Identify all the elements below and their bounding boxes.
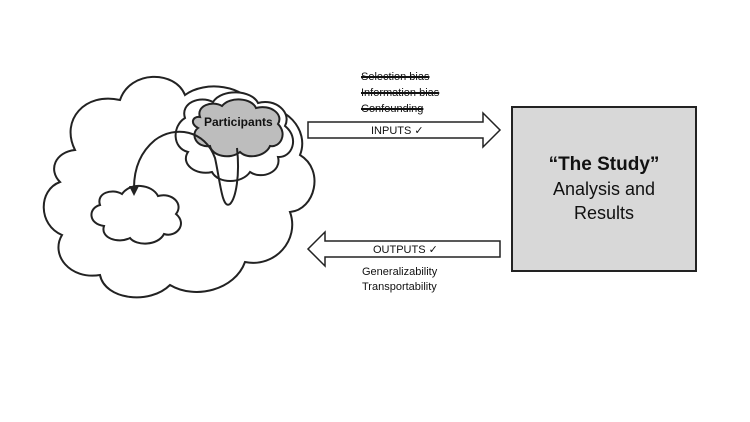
study-box: “The Study” Analysis and Results [511,106,697,272]
inputs-arrow [307,111,502,149]
outcome-transportability: Transportability [362,281,437,293]
participants-label: Participants [204,115,273,129]
sample-cloud [90,185,182,245]
outputs-label: OUTPUTS ✓ [373,244,438,256]
study-title: “The Study” [548,154,660,175]
bias-item-selection: Selection bias [361,71,430,83]
bias-item-confounding: Confounding [361,103,424,115]
outputs-arrow [306,230,501,268]
sampling-curve [133,130,240,206]
bias-list: Selection bias Information bias Confound… [361,69,439,117]
study-line-results: Results [573,203,635,223]
sampling-arrowhead [129,186,139,196]
inputs-label: INPUTS ✓ [371,125,424,137]
outcome-generalizability: Generalizability [362,266,438,278]
outcomes-list: Generalizability Transportability [362,265,437,295]
bias-item-information: Information bias [361,87,440,99]
study-line-analysis: Analysis and [552,179,656,199]
